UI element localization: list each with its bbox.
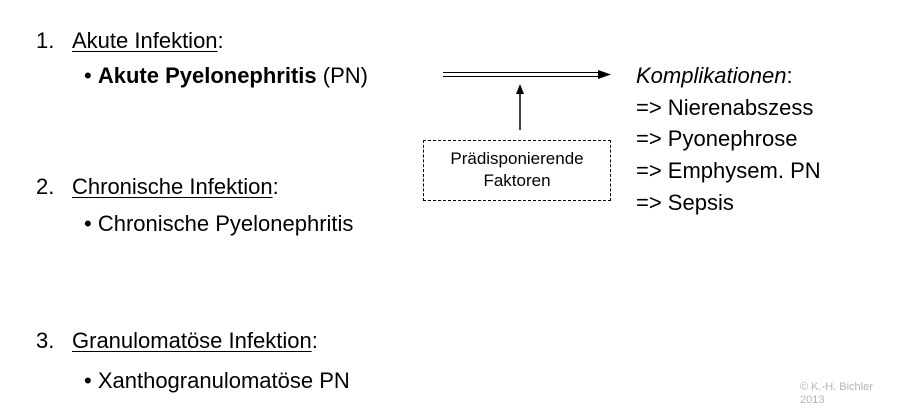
section-1-number: 1.: [36, 28, 55, 53]
predisposing-factors-box: Prädisponierende Faktoren: [423, 140, 611, 201]
complication-item: => Emphysem. PN: [636, 158, 821, 183]
section-2-number: 2.: [36, 174, 55, 199]
section-3-number: 3.: [36, 328, 55, 353]
section-2-bullet: •: [84, 211, 92, 236]
arrow-up: [516, 84, 524, 130]
copyright-line-2: 2013: [800, 394, 825, 406]
section-3-colon: :: [311, 328, 318, 353]
section-1-colon: :: [217, 28, 224, 53]
complications-title: Komplikationen: [636, 63, 787, 88]
section-3-item-text: Xanthogranulomatöse PN: [97, 368, 350, 393]
complication-item: => Pyonephrose: [636, 126, 798, 151]
section-2-item-text: Chronische Pyelonephritis: [97, 211, 354, 236]
section-1-item: • Akute Pyelonephritis (PN): [84, 63, 368, 89]
copyright-notice: © K.-H. Bichler 2013: [800, 381, 898, 407]
complication-item: => Nierenabszess: [636, 95, 814, 120]
section-3-bullet: •: [84, 368, 92, 393]
section-3-heading-line: Granulomatöse Infektion:: [72, 328, 318, 354]
section-2-colon: :: [272, 174, 279, 199]
section-1-heading: Akute Infektion: [72, 28, 218, 53]
section-1-item-rest: (PN): [316, 63, 368, 88]
section-3-item: • Xanthogranulomatöse PN: [84, 368, 350, 394]
copyright-line-1: © K.-H. Bichler: [800, 381, 873, 393]
box-line-2: Faktoren: [483, 171, 551, 190]
box-line-1: Prädisponierende: [450, 149, 584, 168]
section-1-bullet: •: [84, 63, 92, 88]
complication-item: => Sepsis: [636, 190, 734, 215]
double-arrow-right: [443, 70, 611, 79]
section-1-item-bold: Akute Pyelonephritis: [97, 63, 317, 88]
section-2-heading-line: Chronische Infektion:: [72, 174, 279, 200]
section-2-heading: Chronische Infektion: [72, 174, 273, 199]
section-3-heading: Granulomatöse Infektion: [72, 328, 312, 353]
section-1-heading-line: Akute Infektion:: [72, 28, 224, 54]
section-2-item: • Chronische Pyelonephritis: [84, 211, 353, 237]
complications-title-line: Komplikationen:: [636, 63, 793, 89]
complications-colon: :: [786, 63, 793, 88]
